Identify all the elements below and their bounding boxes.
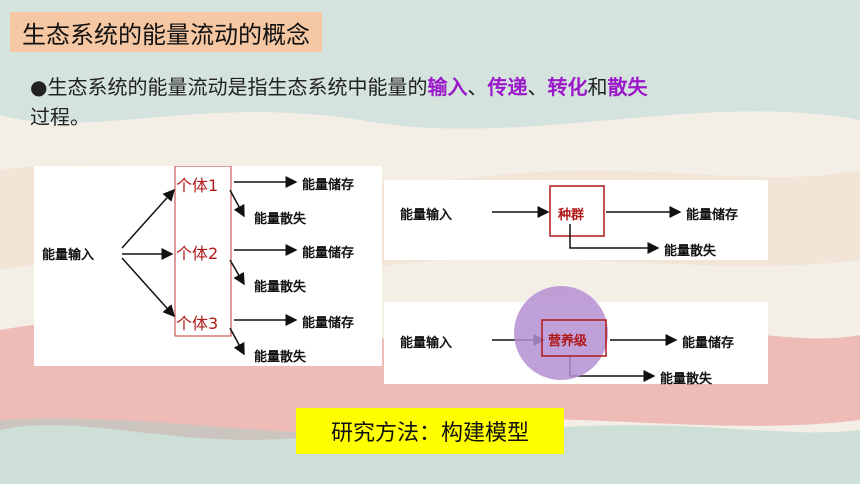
definition-part: 生态系统的能量流动是指生态系统中能量的 [47,75,428,99]
individual-loss-3: 能量散失 [254,350,307,365]
individual-store-2: 能量储存 [302,246,355,261]
definition-text: ●生态系统的能量流动是指生态系统中能量的输入、传递、转化和散失 过程。 [30,72,820,132]
individual-node-1: 个体1 [176,176,219,195]
population-store: 能量储存 [686,208,739,223]
trophic-loss: 能量散失 [660,372,713,387]
slide-title: 生态系统的能量流动的概念 [10,12,322,52]
definition-part: 过程。 [30,105,90,129]
individual-loss-1: 能量散失 [254,212,307,227]
population-loss: 能量散失 [664,244,717,259]
keyword-dissipate: 散失 [607,75,648,99]
population-diagram: 能量输入 种群 能量储存 能量散失 [384,180,768,260]
keyword-transfer: 传递 [487,75,528,99]
trophic-energy-input: 能量输入 [400,336,453,351]
population-node: 种群 [558,208,585,223]
separator: 、 [527,75,548,99]
individual-energy-input: 能量输入 [42,248,95,263]
trophic-store: 能量储存 [682,336,735,351]
individual-store-1: 能量储存 [302,178,355,193]
individual-store-3: 能量储存 [302,316,355,331]
trophic-node: 营养级 [548,334,588,349]
bullet-marker: ● [30,75,48,99]
definition-part: 和 [587,75,608,99]
individual-diagram: 能量输入 个体1 个体2 个体3 能量储存 能量散失 能量储存 能量散失 能量储… [34,166,382,366]
individual-loss-2: 能量散失 [254,280,307,295]
separator: 、 [467,75,488,99]
individual-arrows [121,166,298,356]
population-arrows [492,185,682,254]
keyword-input: 输入 [427,75,468,99]
keyword-transform: 转化 [547,75,588,99]
population-energy-input: 能量输入 [400,208,453,223]
individual-node-2: 个体2 [176,244,219,263]
individual-node-3: 个体3 [176,314,219,333]
research-method-box: 研究方法：构建模型 [296,408,564,454]
